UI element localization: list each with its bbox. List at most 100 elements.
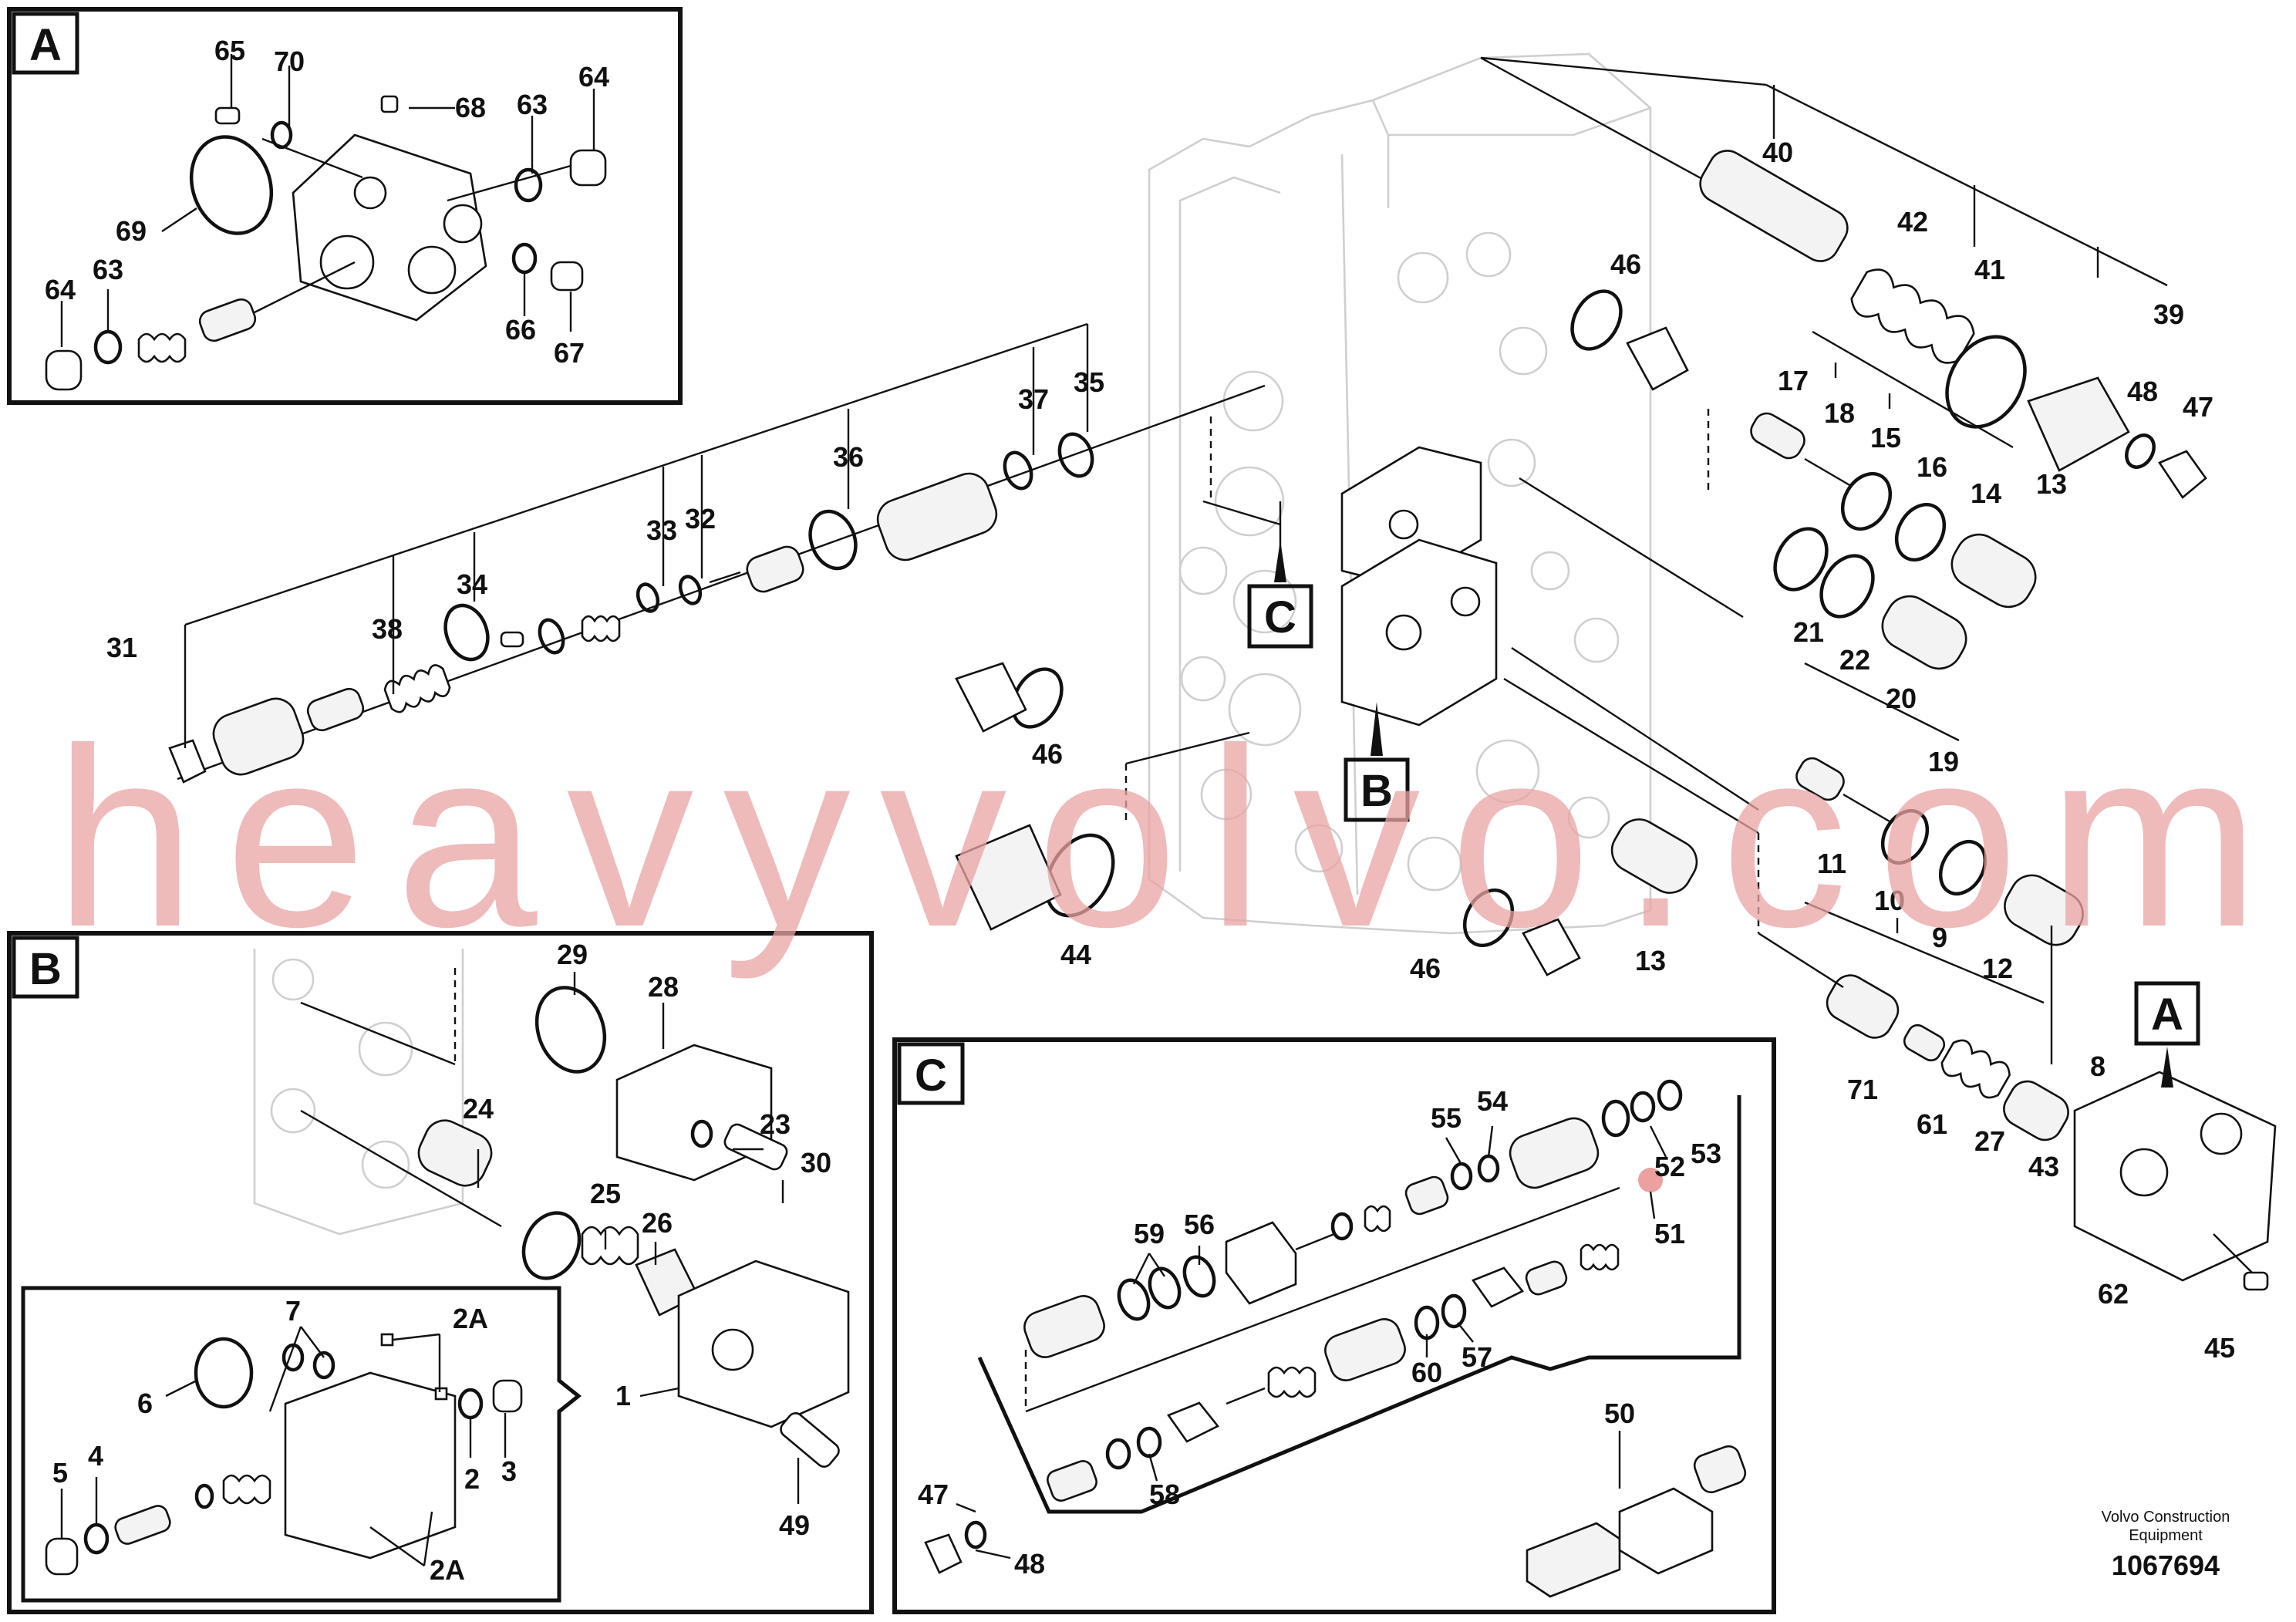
label: 50 [1604,1398,1635,1429]
label: 61 [1917,1108,1947,1140]
label: 2 [464,1463,480,1495]
inset-a-labels: 65 70 68 63 64 69 64 63 66 67 [45,35,609,369]
main-assembly-parts [168,56,2277,1291]
label: 3 [501,1455,517,1487]
label: 33 [646,514,677,546]
label: 12 [1982,953,2013,984]
footer-company: Volvo Construction [2102,1509,2230,1526]
callout-a: A [2151,990,2183,1040]
inset-b: B [7,931,874,1614]
label: 37 [1018,383,1049,415]
label: 4 [88,1440,103,1472]
label: 23 [760,1108,791,1140]
overview-leader-lines [184,56,2168,1064]
label: 65 [214,35,245,66]
label: 29 [557,939,588,970]
label: 62 [2098,1278,2129,1310]
label: 15 [1870,422,1901,454]
inset-c: C [892,1037,1776,1614]
label: 35 [1074,366,1104,398]
main-labels: 40 42 41 39 46 17 18 15 16 14 13 48 47 3… [106,137,2235,1364]
label: 67 [554,337,585,369]
label: 51 [1654,1218,1685,1249]
inset-b-letter: B [29,944,62,994]
inset-b-labels: 29 28 24 23 30 25 26 1 49 7 2A 6 2 3 5 4… [52,939,831,1586]
footer: Volvo Construction Equipment 1067694 [2102,1509,2230,1581]
label: 56 [1184,1209,1215,1240]
label: 46 [1032,738,1063,770]
footer-company-line2: Equipment [2129,1527,2203,1544]
label: 13 [1635,945,1666,976]
label: 1 [615,1380,631,1411]
label: 2A [453,1303,488,1334]
label: 20 [1886,683,1917,714]
label: 70 [274,46,305,77]
label: 28 [648,971,679,1003]
watermark: heavyvolvo.com [54,695,2289,981]
overview-callouts: C B A [1247,501,2200,1088]
label: 2A [430,1554,465,1586]
label: 6 [137,1388,153,1419]
label: 24 [463,1093,494,1125]
label: 47 [2183,391,2213,423]
label: 52 [1654,1151,1685,1182]
callout-c: C [1264,592,1296,642]
label: 64 [45,274,76,305]
label: 19 [1928,746,1959,777]
label: 68 [455,92,486,123]
label: 48 [2127,376,2158,407]
label: 46 [1410,953,1441,984]
label: 26 [642,1207,673,1239]
label: 57 [1462,1341,1492,1373]
label: 7 [285,1295,301,1327]
label: 11 [1817,848,1846,879]
valve-body-outline [1148,52,1652,935]
label: 54 [1477,1085,1508,1117]
label: 9 [1932,922,1947,953]
callout-b: B [1360,766,1393,816]
inset-c-labels: 54 55 52 53 59 56 51 60 57 50 47 58 48 [918,1085,1721,1580]
label: 17 [1778,365,1809,396]
label: 14 [1971,477,2001,509]
inset-a: A [7,7,683,405]
label: 34 [457,568,487,600]
label: 27 [1974,1125,2005,1157]
label: 53 [1691,1138,1721,1169]
label: 21 [1793,616,1824,648]
label: 47 [918,1479,949,1510]
label: 22 [1839,644,1870,676]
label: 41 [1974,254,2005,285]
drawing-number: 1067694 [2112,1549,2220,1581]
label: 66 [505,314,536,346]
label: 45 [2204,1332,2235,1364]
label: 13 [2036,468,2067,500]
inset-a-letter: A [29,20,62,70]
label: 46 [1610,248,1641,280]
label: 49 [779,1509,810,1541]
label: 40 [1762,137,1793,168]
label: 71 [1847,1074,1878,1105]
label: 63 [517,89,548,120]
label: 60 [1411,1357,1442,1388]
label: 48 [1014,1548,1045,1580]
label: 16 [1917,451,1947,483]
label: 5 [52,1457,68,1489]
label: 64 [578,61,609,93]
label: 59 [1134,1218,1165,1249]
label: 55 [1431,1102,1462,1134]
label: 63 [93,254,123,285]
label: 43 [2028,1151,2059,1182]
label: 10 [1874,885,1905,916]
label: 30 [801,1147,831,1179]
label: 39 [2153,298,2184,330]
inset-c-letter: C [915,1050,947,1101]
label: 8 [2090,1050,2106,1082]
label: 25 [590,1178,621,1209]
label: 18 [1824,397,1855,429]
label: 31 [106,632,137,663]
label: 44 [1060,939,1091,970]
label: 69 [116,215,147,247]
label: 38 [372,613,403,645]
label: 58 [1149,1479,1180,1510]
